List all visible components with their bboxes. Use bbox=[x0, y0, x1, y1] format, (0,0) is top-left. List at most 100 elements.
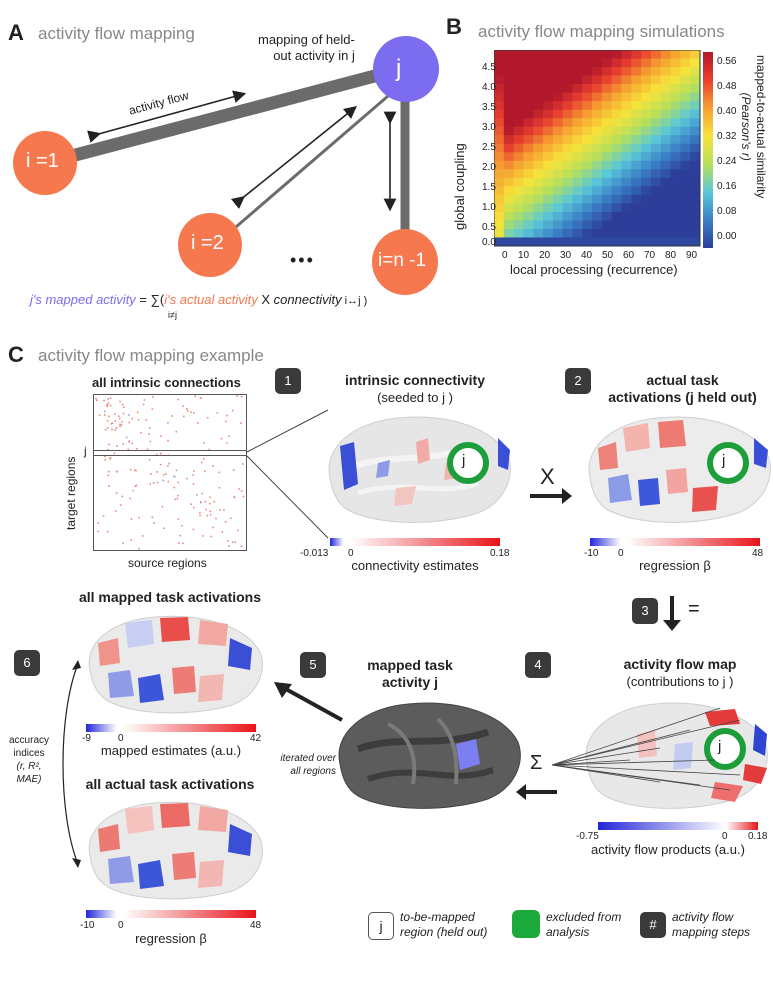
heatmap-xtick: 30 bbox=[560, 250, 572, 261]
heatmap-cell bbox=[572, 160, 583, 170]
heatmap-cell bbox=[611, 143, 623, 153]
heatmap-cell bbox=[690, 92, 701, 102]
matrix-cell bbox=[111, 422, 114, 424]
heatmap-cell bbox=[572, 237, 583, 247]
heatmap-cell bbox=[680, 237, 691, 247]
heatmap-cell bbox=[621, 143, 632, 153]
matrix-cell bbox=[138, 547, 140, 550]
heatmap-cell bbox=[660, 237, 672, 247]
heatmap-cell bbox=[660, 92, 672, 102]
heatmap-cell bbox=[513, 228, 524, 238]
matrix-cell bbox=[210, 535, 213, 538]
heatmap-cell bbox=[660, 67, 672, 77]
heatmap-cell bbox=[601, 67, 613, 77]
heatmap-cell bbox=[494, 118, 505, 128]
heatmap-cell bbox=[513, 152, 524, 162]
heatmap-cell bbox=[611, 203, 623, 213]
heatmap-cell bbox=[572, 118, 583, 128]
heatmap-cell bbox=[621, 126, 632, 136]
heatmap-cell bbox=[650, 169, 662, 179]
heatmap-cell bbox=[552, 101, 564, 111]
matrix-cell bbox=[129, 497, 131, 500]
matrix-cell bbox=[109, 404, 112, 407]
heatmap-cell bbox=[494, 237, 505, 247]
heatmap-cell bbox=[513, 101, 524, 111]
matrix-cell bbox=[175, 469, 178, 472]
step-2-title-2: activations (j held out) bbox=[608, 389, 757, 405]
heatmap-cell bbox=[601, 169, 613, 179]
matrix-cell bbox=[114, 413, 116, 415]
matrix-cell bbox=[107, 449, 109, 451]
matrix-cell bbox=[106, 530, 109, 533]
step-5-badge: 5 bbox=[300, 652, 326, 678]
heatmap-cell bbox=[543, 101, 554, 111]
matrix-cell bbox=[229, 517, 232, 520]
multiply-symbol: X bbox=[540, 464, 555, 489]
heatmap-cell bbox=[552, 126, 564, 136]
heatmap-ytick: 2.0 bbox=[482, 162, 496, 173]
heatmap-cell bbox=[621, 228, 632, 238]
heatmap-cell bbox=[670, 84, 681, 94]
heatmap-cell bbox=[513, 67, 524, 77]
heatmap-cell bbox=[660, 118, 672, 128]
matrix-cell bbox=[240, 490, 243, 492]
heatmap-cell bbox=[631, 152, 642, 162]
heatmap-cell bbox=[611, 194, 623, 204]
heatmap-cell bbox=[641, 228, 652, 238]
heatmap-cell bbox=[503, 152, 515, 162]
heatmap-cell bbox=[601, 118, 613, 128]
heatmap-cell bbox=[562, 126, 573, 136]
matrix-cell bbox=[142, 535, 144, 537]
heatmap-cell bbox=[592, 211, 603, 221]
matrix-cell bbox=[240, 545, 243, 548]
matrix-cell bbox=[167, 422, 169, 424]
formula-eq: = ∑( bbox=[135, 292, 165, 307]
brain-mapped-task-j bbox=[338, 702, 521, 809]
heatmap-cell bbox=[680, 84, 691, 94]
heatmap-cell bbox=[503, 126, 515, 136]
matrix-cell bbox=[228, 545, 230, 547]
heatmap-cell bbox=[523, 126, 534, 136]
heatmap-cell bbox=[621, 152, 632, 162]
heatmap-cell bbox=[601, 101, 613, 111]
heatmap-cell bbox=[572, 126, 583, 136]
matrix-cell bbox=[203, 458, 205, 460]
heatmap-cell bbox=[494, 152, 505, 162]
heatmap-cell bbox=[572, 58, 583, 68]
heatmap-cell bbox=[543, 211, 554, 221]
heatmap-cell bbox=[611, 126, 623, 136]
heatmap-cell bbox=[533, 126, 544, 136]
matrix-cell bbox=[219, 509, 221, 511]
colorbar-label: mapped-to-actual similarity (Pearson's r… bbox=[739, 55, 768, 199]
heatmap-cell bbox=[503, 75, 515, 85]
heatmap-cell bbox=[533, 67, 544, 77]
matrix-cell bbox=[208, 448, 211, 451]
heatmap-cell bbox=[592, 194, 603, 204]
step-3-equals: = bbox=[688, 598, 700, 620]
heatmap-cell bbox=[552, 84, 564, 94]
matrix-cell bbox=[130, 539, 133, 541]
heatmap-cell bbox=[690, 152, 701, 162]
colorbar-tick: 0.24 bbox=[717, 156, 737, 167]
heatmap-cell bbox=[503, 84, 515, 94]
heatmap-cell bbox=[650, 220, 662, 230]
matrix-cell bbox=[104, 455, 106, 458]
heatmap-cell bbox=[660, 186, 672, 196]
heatmap-cell bbox=[611, 118, 623, 128]
matrix-cell bbox=[148, 458, 151, 461]
heatmap-cell bbox=[523, 203, 534, 213]
heatmap-cell bbox=[592, 203, 603, 213]
heatmap-cell bbox=[670, 211, 681, 221]
heatmap-cell bbox=[552, 186, 564, 196]
brain-j-label: j bbox=[462, 452, 466, 469]
heatmap-cell bbox=[552, 75, 564, 85]
matrix-cell bbox=[178, 542, 180, 544]
heatmap-cell bbox=[523, 177, 534, 187]
heatmap-cell bbox=[660, 211, 672, 221]
heatmap-cell bbox=[690, 135, 701, 145]
matrix-cell bbox=[153, 482, 155, 484]
formula-mapped: j's mapped activity bbox=[30, 292, 136, 307]
matrix-cell bbox=[149, 427, 151, 429]
heatmap-cell bbox=[552, 160, 564, 170]
heatmap-cell bbox=[494, 211, 505, 221]
